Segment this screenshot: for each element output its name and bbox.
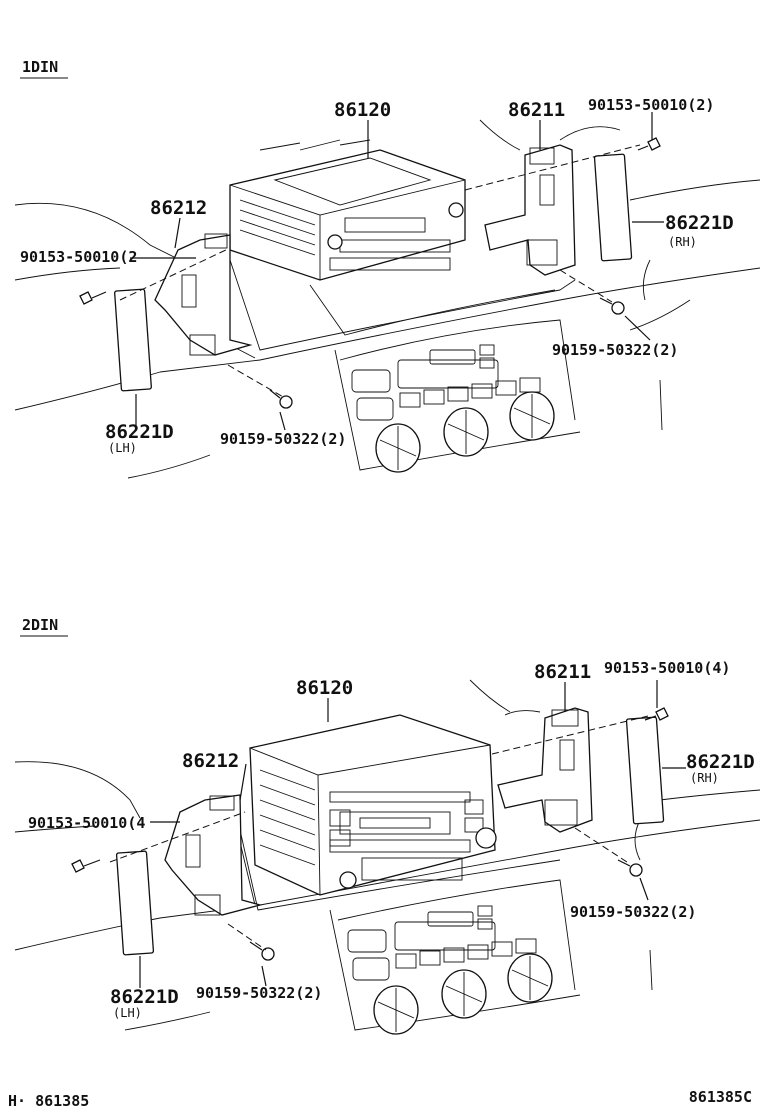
label-screw-left: 90153-50010(2 <box>20 248 137 266</box>
label-screw-bottom-rh: 90159-50322(2) <box>552 341 678 359</box>
label-bracket-rh: 86211 <box>534 661 591 683</box>
climate-knobs <box>375 391 555 473</box>
label-screw-bottom-lh: 90159-50322(2) <box>220 430 346 448</box>
labels-2din: 86120 86211 90153-50010(4) 86212 90153-5… <box>28 659 755 1020</box>
dashboard-outline <box>14 119 760 479</box>
bracket-rh-1din <box>484 144 576 276</box>
leader-lines-1din <box>119 112 664 431</box>
label-trim-rh: 86221D <box>686 751 755 773</box>
labels-1din: 86120 86211 90153-50010(2) 86212 90153-5… <box>20 96 734 455</box>
label-trim-lh-side: (LH) <box>113 1006 142 1020</box>
label-trim-rh: 86221D <box>665 212 734 234</box>
label-bracket-rh: 86211 <box>508 99 565 121</box>
trim-panel-lh-2din <box>115 850 155 956</box>
label-screw-left: 90153-50010(4 <box>28 814 145 832</box>
label-trim-lh: 86221D <box>105 421 174 443</box>
label-bracket-lh: 86212 <box>150 197 207 219</box>
leader-lines-2din <box>109 680 686 988</box>
footer-left-code: H· 861385 <box>8 1092 89 1110</box>
radio-unit-1din <box>229 139 466 281</box>
trim-panel-rh-1din <box>593 153 633 262</box>
bracket-rh-2din <box>497 707 593 833</box>
footer-right-code: 861385C <box>689 1088 752 1106</box>
label-screw-top-rh: 90153-50010(2) <box>588 96 714 114</box>
screws-2din <box>71 707 669 961</box>
section-title-2din: 2DIN <box>22 616 58 634</box>
label-trim-lh-side: (LH) <box>108 441 137 455</box>
label-radio: 86120 <box>334 99 391 121</box>
section-1din: 1DIN <box>14 58 760 479</box>
radio-unit-2din <box>249 714 497 896</box>
section-2din: 2DIN <box>14 616 760 1035</box>
label-screw-bottom-rh: 90159-50322(2) <box>570 903 696 921</box>
dashboard-outline <box>14 679 760 1031</box>
bracket-lh-1din <box>154 233 253 356</box>
label-bracket-lh: 86212 <box>182 750 239 772</box>
label-radio: 86120 <box>296 677 353 699</box>
climate-knobs <box>373 953 553 1035</box>
screws-1din <box>79 137 661 409</box>
label-trim-lh: 86221D <box>110 986 179 1008</box>
label-screw-top-rh: 90153-50010(4) <box>604 659 730 677</box>
label-trim-rh-side: (RH) <box>690 771 719 785</box>
label-trim-rh-side: (RH) <box>668 235 697 249</box>
trim-panel-lh-1din <box>114 288 152 392</box>
label-screw-bottom-lh: 90159-50322(2) <box>196 984 322 1002</box>
trim-panel-rh-2din <box>625 716 665 825</box>
bracket-lh-2din <box>164 794 263 916</box>
section-title-1din: 1DIN <box>22 58 58 76</box>
